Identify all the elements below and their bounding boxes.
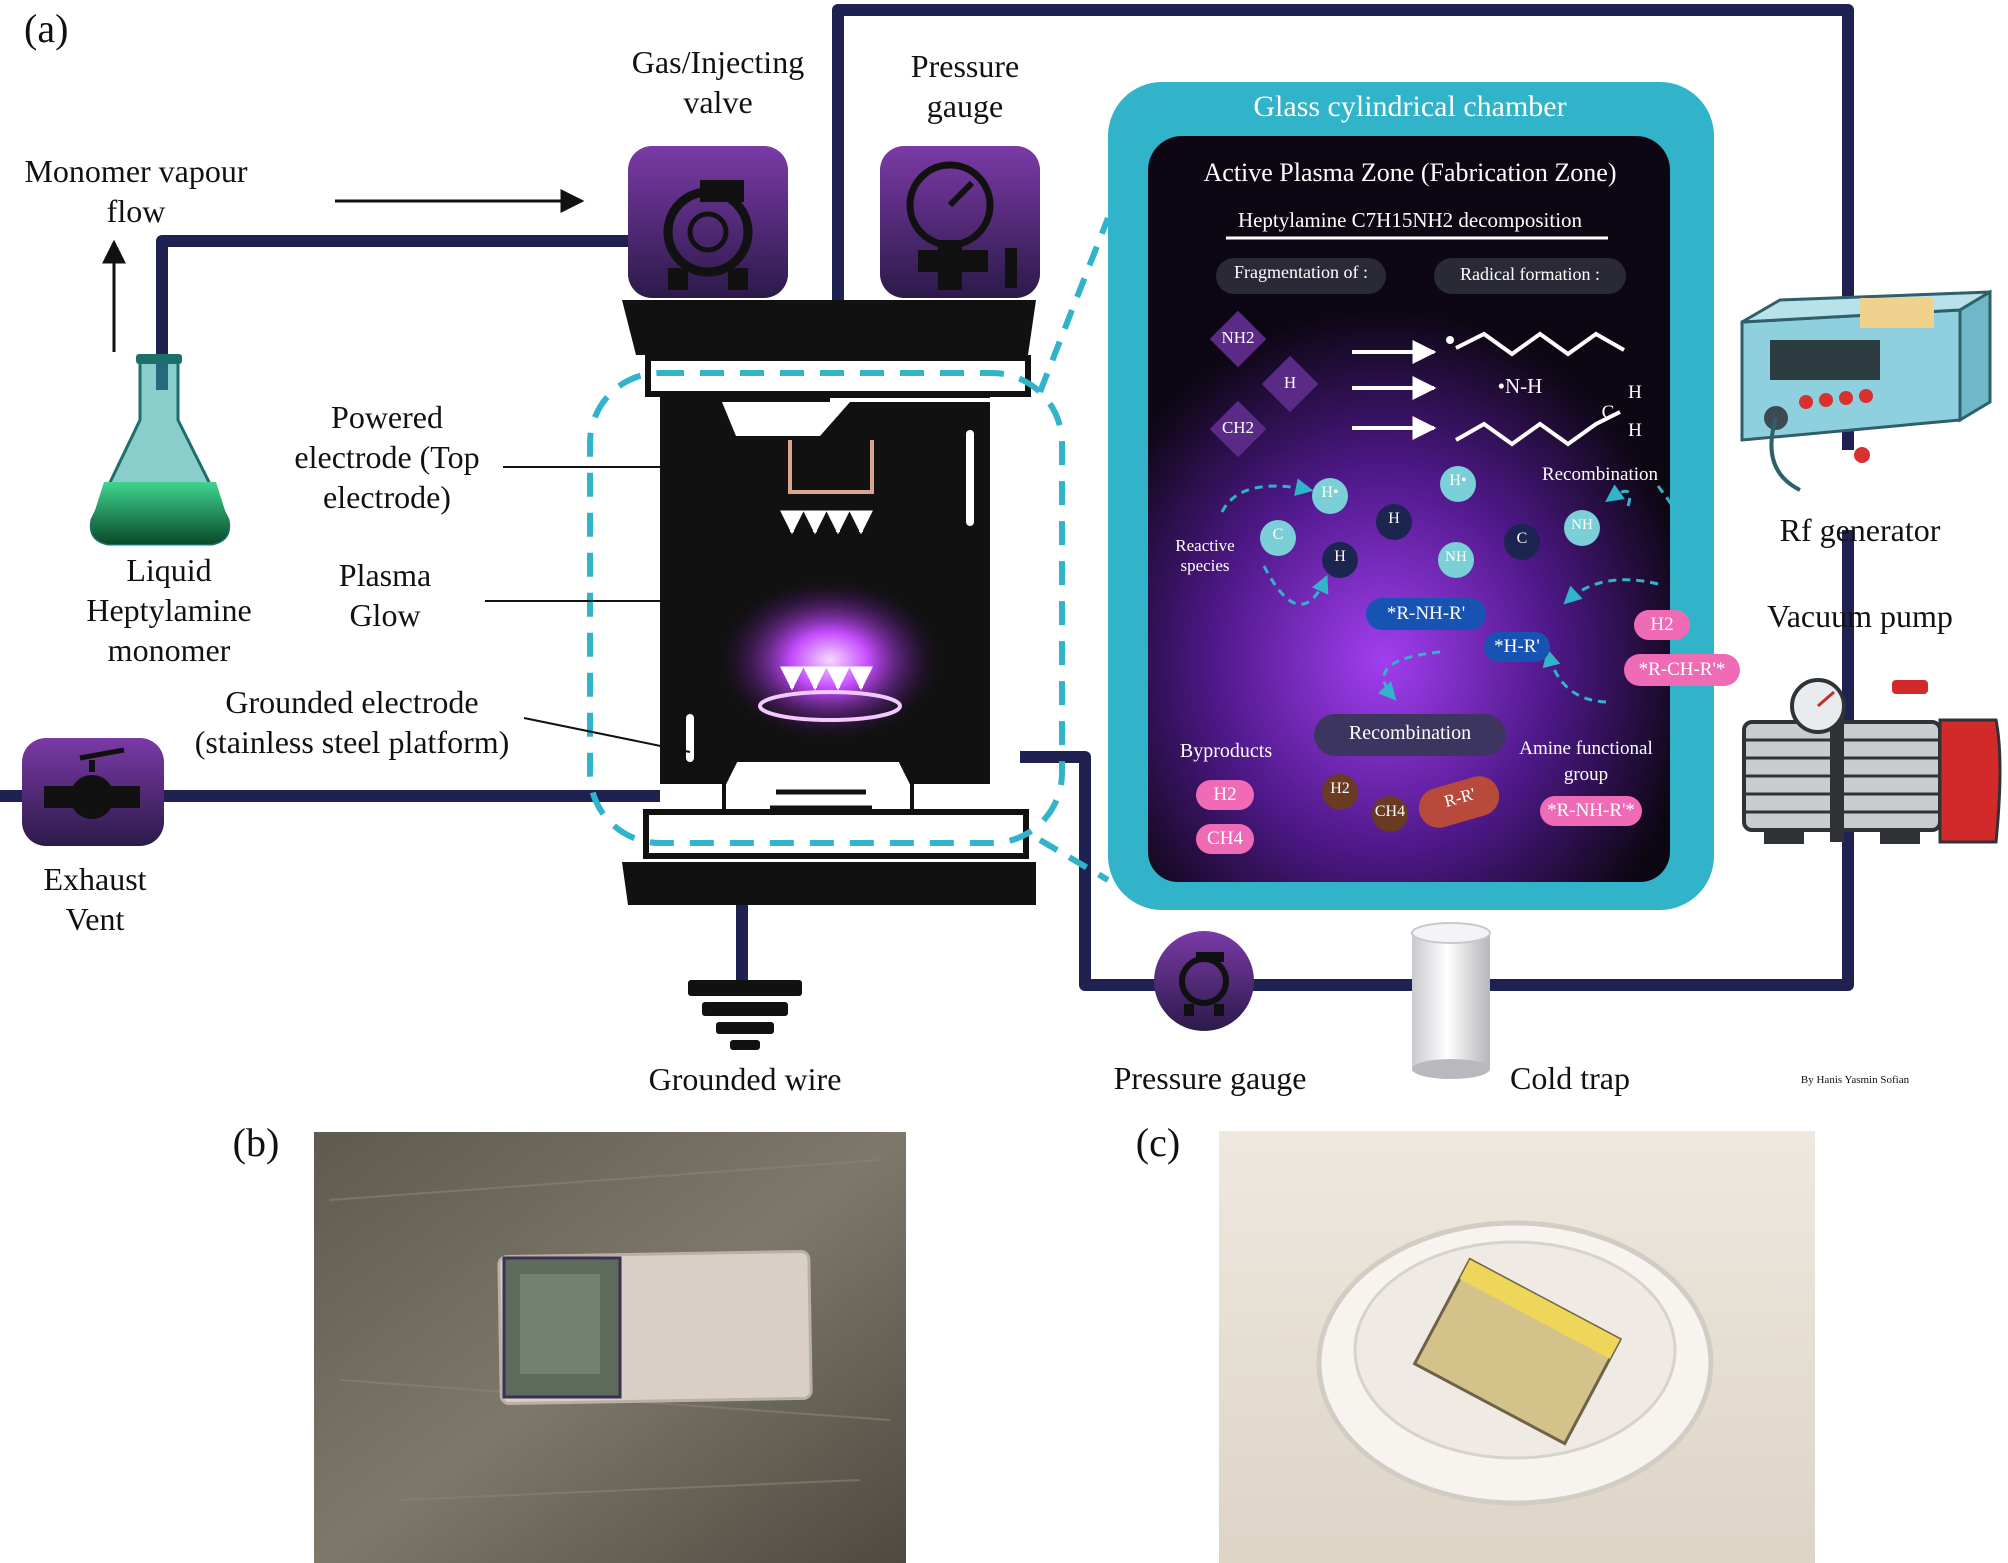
species-nh-1: NH (1445, 549, 1467, 565)
cold-trap-label: Cold trap (1510, 1060, 1630, 1096)
bubble-h2: H2 (1330, 780, 1350, 797)
flask-icon (89, 354, 231, 546)
panel-label-a: (a) (24, 6, 68, 51)
species-h-1: H (1388, 510, 1400, 527)
pressure-gauge-bottom-icon (1154, 931, 1254, 1031)
byproduct-h2-pill: H2 (1196, 780, 1254, 810)
author-credit: By Hanis Yasmin Sofian (1800, 1074, 1910, 1086)
radical-formation-label: Radical formation : (1460, 264, 1600, 284)
ground-symbol-icon (688, 980, 802, 1050)
reactive-species-label: Reactive species (1175, 536, 1235, 575)
radical-nh: •N-H (1497, 374, 1543, 398)
byproducts-label: Byproducts (1179, 740, 1273, 762)
radical-h-top: H (1628, 382, 1642, 403)
gas-valve-label: Gas/Injecting valve (631, 44, 805, 120)
panel-label-c: (c) (1135, 1120, 1181, 1165)
cold-trap-icon (1411, 922, 1491, 1079)
leader-lines (485, 466, 691, 753)
pressure-gauge-bottom-label: Pressure gauge (1113, 1060, 1307, 1096)
fragmentation-label: Fragmentation of : (1234, 262, 1368, 282)
vacuum-pump-icon (1742, 678, 2002, 844)
species-h-2: H (1334, 548, 1346, 565)
fragment-ch2: CH2 (1221, 418, 1255, 437)
plasma-glow (720, 580, 940, 740)
radical-c: C (1601, 402, 1615, 423)
species-nh-2: NH (1571, 517, 1593, 533)
intermediate-h2: H2 (1634, 610, 1690, 640)
amine-group-pill: *R-NH-R'* (1540, 796, 1642, 826)
grounded-wire-label: Grounded wire (648, 1061, 842, 1097)
liquid-monomer-label: Liquid Heptylamine monomer (86, 552, 252, 668)
exhaust-vent-icon (22, 738, 164, 846)
powered-electrode-label: Powered electrode (Top electrode) (294, 399, 480, 515)
plasma-glow-label: Plasma Glow (338, 557, 432, 633)
pressure-gauge-top-label: Pressure gauge (910, 48, 1020, 124)
intermediate-r-nh-r: *R-NH-R' (1366, 598, 1486, 630)
glass-chamber-inset (1108, 82, 1714, 910)
rf-generator-icon (1740, 289, 1992, 492)
chamber-title: Glass cylindrical chamber (1253, 90, 1567, 123)
species-c-1: C (1272, 526, 1284, 543)
monomer-flow-label: Monomer vapour flow (24, 153, 248, 229)
radical-h-bottom: H (1628, 420, 1642, 441)
recombination-top-label: Recombination (1541, 464, 1659, 485)
rf-generator-label: Rf generator (1779, 512, 1941, 548)
recombination-button-label: Recombination (1348, 722, 1472, 744)
pressure-gauge-top-icon (880, 146, 1040, 298)
plasma-zone-title: Active Plasma Zone (Fabrication Zone) (1203, 158, 1617, 187)
fragment-h: H (1283, 373, 1297, 392)
exhaust-vent-label: Exhaust Vent (43, 861, 147, 937)
byproduct-ch4-pill: CH4 (1196, 824, 1254, 854)
species-h-radical-1: H• (1321, 484, 1339, 501)
gas-valve-icon (628, 146, 788, 298)
species-h-radical-2: H• (1449, 472, 1467, 489)
bubble-ch4: CH4 (1374, 803, 1406, 820)
panel-label-b: (b) (232, 1120, 280, 1165)
plasma-reactor (587, 216, 1111, 905)
photo-b (314, 1132, 906, 1563)
amine-group-label: Amine functional group (1519, 738, 1653, 785)
intermediate-r-ch-r: *R-CH-R'* (1624, 654, 1740, 686)
decomposition-title: Heptylamine C7H15NH2 decomposition (1237, 208, 1583, 232)
vacuum-pump-label: Vacuum pump (1767, 598, 1953, 634)
intermediate-h-r: *H-R' (1484, 632, 1550, 662)
species-c-2: C (1516, 530, 1528, 547)
fragment-nh2: NH2 (1221, 328, 1255, 347)
grounded-electrode-label: Grounded electrode (stainless steel plat… (194, 684, 510, 760)
photo-c (1219, 1131, 1815, 1563)
